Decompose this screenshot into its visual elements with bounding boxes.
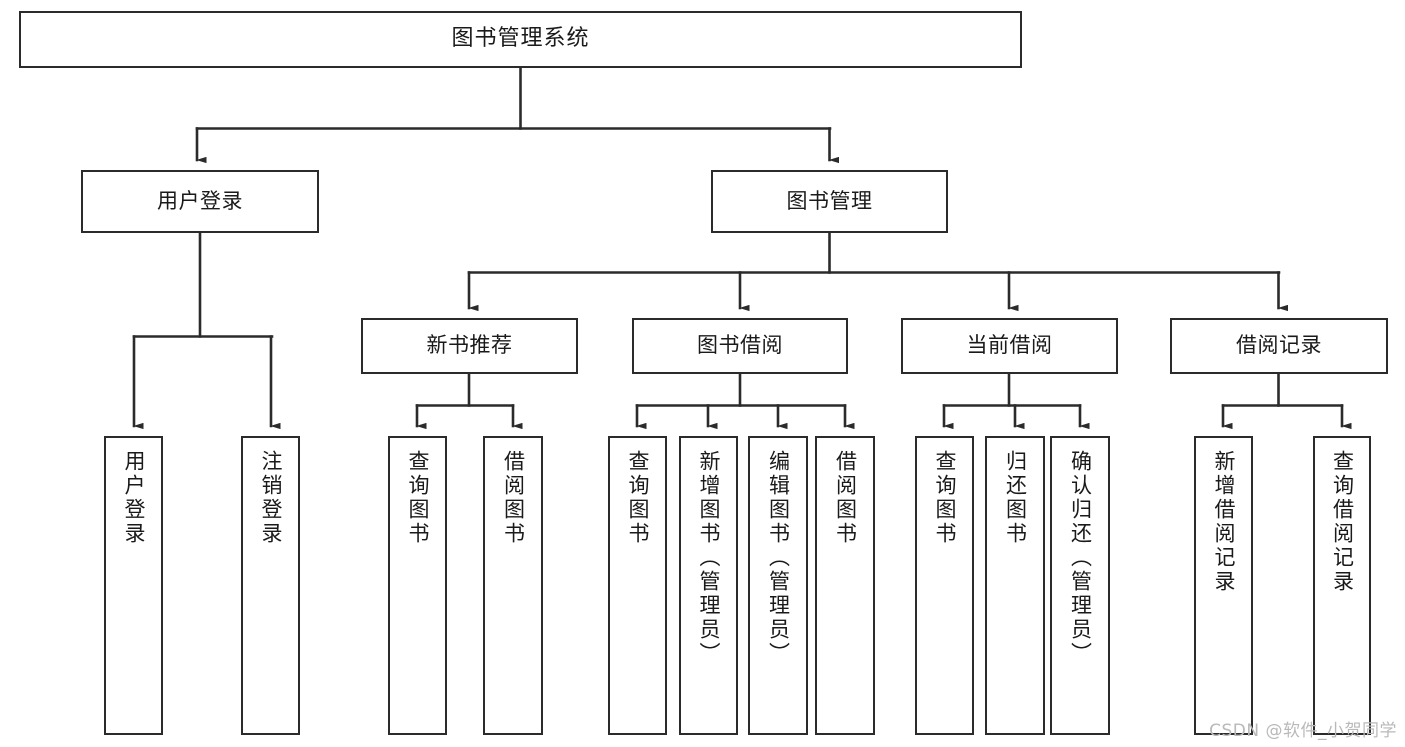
node-leaf-query-book-3[interactable]: 查询图书 — [915, 436, 974, 735]
node-leaf-borrow-book-1[interactable]: 借阅图书 — [483, 436, 543, 735]
node-label: 查询图书 — [626, 450, 650, 546]
node-book-management[interactable]: 图书管理 — [711, 170, 948, 233]
node-leaf-confirm-return[interactable]: 确认归还（管理员） — [1050, 436, 1110, 735]
node-leaf-borrow-book-2[interactable]: 借阅图书 — [815, 436, 875, 735]
node-root-system[interactable]: 图书管理系统 — [19, 11, 1022, 68]
node-user-login[interactable]: 用户登录 — [81, 170, 319, 233]
node-label: 归还图书 — [1003, 450, 1028, 546]
node-borrow-record[interactable]: 借阅记录 — [1170, 318, 1388, 374]
node-label: 确认归还（管理员） — [1068, 450, 1093, 666]
node-label: 新书推荐 — [426, 333, 513, 358]
node-label: 当前借阅 — [966, 333, 1053, 358]
node-leaf-logout[interactable]: 注销登录 — [241, 436, 300, 735]
node-label: 图书管理 — [786, 188, 873, 213]
node-label: 编辑图书（管理员） — [766, 450, 791, 666]
node-leaf-edit-book[interactable]: 编辑图书（管理员） — [748, 436, 808, 735]
node-label: 图书借阅 — [697, 333, 783, 358]
node-new-book-recommendation[interactable]: 新书推荐 — [361, 318, 578, 374]
node-leaf-add-borrow-record[interactable]: 新增借阅记录 — [1194, 436, 1253, 735]
node-label: 借阅记录 — [1236, 333, 1322, 358]
node-label: 用户登录 — [122, 450, 146, 546]
node-label: 查询借阅记录 — [1330, 450, 1355, 594]
node-label: 新增借阅记录 — [1212, 450, 1236, 594]
node-leaf-query-book-1[interactable]: 查询图书 — [388, 436, 447, 735]
node-label: 借阅图书 — [833, 450, 858, 546]
node-leaf-query-book-2[interactable]: 查询图书 — [608, 436, 667, 735]
node-label: 新增图书（管理员） — [697, 450, 721, 666]
node-label: 查询图书 — [933, 450, 957, 546]
node-leaf-user-login[interactable]: 用户登录 — [104, 436, 163, 735]
node-leaf-query-borrow-record[interactable]: 查询借阅记录 — [1313, 436, 1371, 735]
node-leaf-return-book[interactable]: 归还图书 — [985, 436, 1045, 735]
node-current-borrow[interactable]: 当前借阅 — [901, 318, 1118, 374]
node-label: 用户登录 — [157, 188, 243, 213]
node-label: 借阅图书 — [501, 450, 526, 546]
watermark-text: CSDN @软件_小贺同学 — [1209, 721, 1397, 741]
node-label: 图书管理系统 — [451, 26, 590, 52]
node-leaf-add-book[interactable]: 新增图书（管理员） — [679, 436, 738, 735]
node-label: 查询图书 — [406, 450, 430, 546]
node-book-borrow[interactable]: 图书借阅 — [632, 318, 848, 374]
node-label: 注销登录 — [259, 450, 283, 546]
